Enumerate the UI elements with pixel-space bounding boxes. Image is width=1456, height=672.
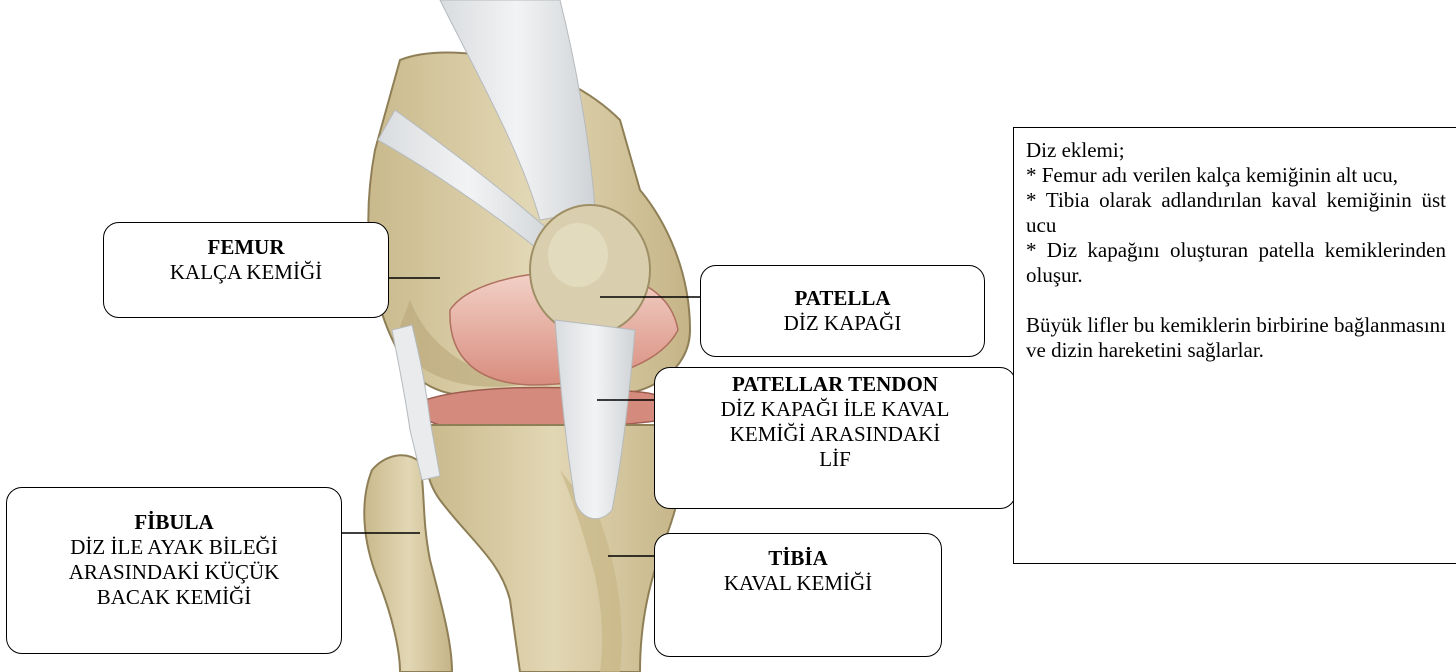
info-item-patella: * Diz kapağını oluşturan patella kemikle… xyxy=(1026,238,1446,288)
fibula-description-line2: ARASINDAKİ KÜÇÜK xyxy=(7,560,341,585)
info-paragraph: Büyük lifler bu kemiklerin birbirine bağ… xyxy=(1026,313,1446,363)
info-spacer xyxy=(1026,288,1446,313)
patella-label: PATELLA DİZ KAPAĞI xyxy=(700,265,985,357)
knee-joint-info-box: Diz eklemi; * Femur adı verilen kalça ke… xyxy=(1013,127,1456,564)
patella-name: PATELLA xyxy=(701,286,984,311)
fibula-name: FİBULA xyxy=(7,510,341,535)
fibula-label: FİBULA DİZ İLE AYAK BİLEĞİ ARASINDAKİ KÜ… xyxy=(6,487,342,654)
info-heading: Diz eklemi; xyxy=(1026,138,1446,163)
patella-description: DİZ KAPAĞI xyxy=(701,311,984,336)
femur-name: FEMUR xyxy=(104,235,388,260)
fibula-description-line1: DİZ İLE AYAK BİLEĞİ xyxy=(7,535,341,560)
info-item-tibia: * Tibia olarak adlandırılan kaval kemiği… xyxy=(1026,188,1446,238)
fibula-description-line3: BACAK KEMİĞİ xyxy=(7,585,341,610)
tibia-label: TİBİA KAVAL KEMİĞİ xyxy=(654,533,942,657)
info-item-femur: * Femur adı verilen kalça kemiğinin alt … xyxy=(1026,163,1446,188)
meniscus xyxy=(420,387,676,427)
femur-label: FEMUR KALÇA KEMİĞİ xyxy=(103,222,389,318)
patella-highlight xyxy=(548,223,608,287)
patellar-tendon-label: PATELLAR TENDON DİZ KAPAĞI İLE KAVAL KEM… xyxy=(654,367,1016,509)
tibia-description: KAVAL KEMİĞİ xyxy=(655,571,941,596)
patellar-tendon-description-line1: DİZ KAPAĞI İLE KAVAL xyxy=(655,397,1015,422)
femur-description: KALÇA KEMİĞİ xyxy=(104,260,388,285)
tibia-bone xyxy=(425,425,683,672)
tibia-name: TİBİA xyxy=(655,546,941,571)
patellar-tendon-description-line2: KEMİĞİ ARASINDAKİ xyxy=(655,422,1015,447)
patellar-tendon-description-line3: LİF xyxy=(655,447,1015,472)
patellar-tendon-name: PATELLAR TENDON xyxy=(655,372,1015,397)
